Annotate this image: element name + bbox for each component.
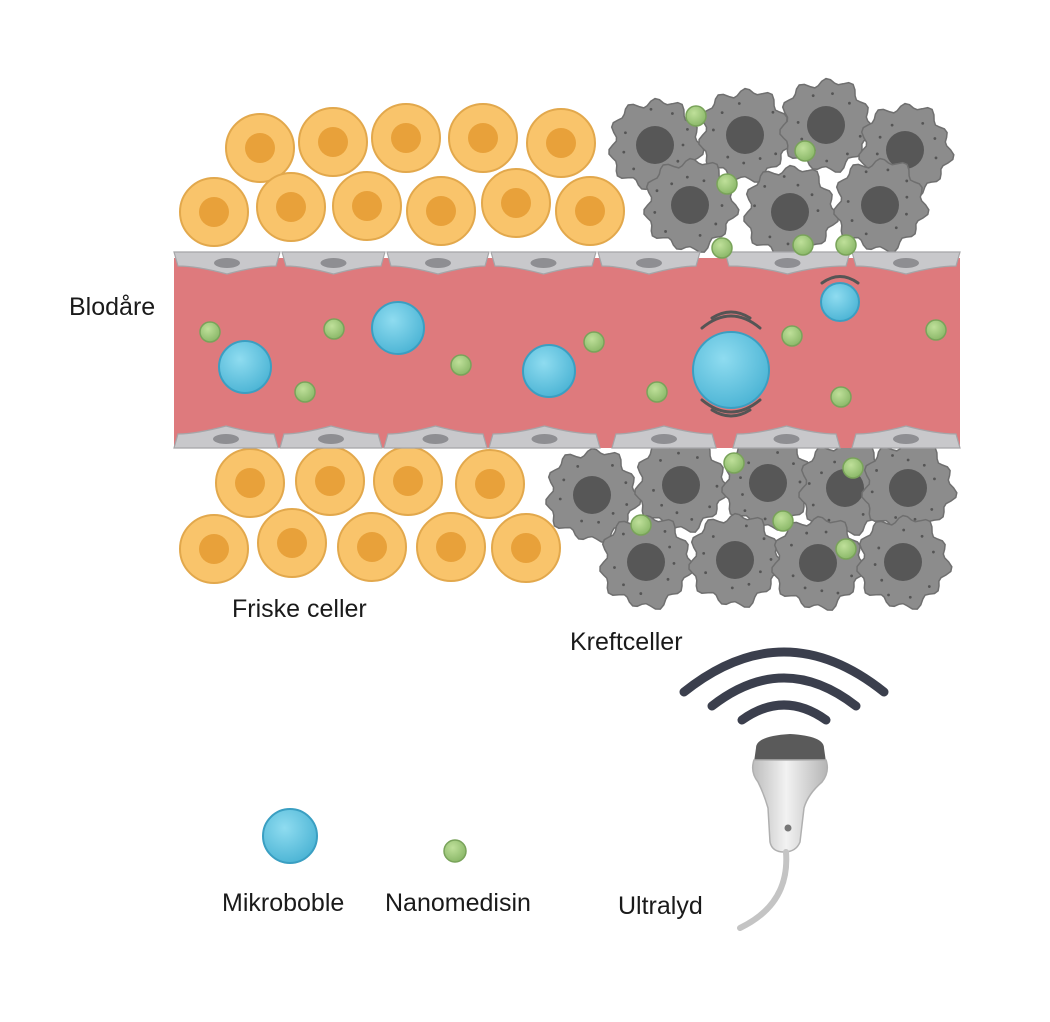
healthy-cell-icon bbox=[179, 177, 249, 247]
endothelial-cell bbox=[732, 425, 841, 449]
endothelial-cell bbox=[724, 251, 851, 275]
healthy-cell-icon bbox=[256, 172, 326, 242]
legend-nanoparticle-icon bbox=[443, 839, 467, 863]
endothelial-cell bbox=[597, 251, 701, 275]
nanoparticle-icon bbox=[716, 173, 738, 195]
microbubble-icon bbox=[820, 282, 860, 322]
ultrasound-probe-icon bbox=[737, 734, 829, 931]
healthy-cell-icon bbox=[455, 449, 525, 519]
legend-microbubble-icon bbox=[262, 808, 318, 864]
microbubbles bbox=[218, 282, 860, 409]
endothelial-cell bbox=[488, 425, 601, 449]
healthy-cell-icon bbox=[337, 512, 407, 582]
nanoparticle-icon bbox=[450, 354, 472, 376]
healthy-cell-icon bbox=[448, 103, 518, 173]
endothelium-bottom bbox=[173, 425, 961, 449]
nanoparticle-icon bbox=[772, 510, 794, 532]
cancer-cell-icon bbox=[599, 514, 696, 610]
healthy-cell-icon bbox=[406, 176, 476, 246]
healthy-cell-icon bbox=[179, 514, 249, 584]
nanoparticle-icon bbox=[830, 386, 852, 408]
endothelial-cell bbox=[851, 251, 961, 275]
healthy-cell-icon bbox=[332, 171, 402, 241]
cancer-cell-icon bbox=[643, 157, 740, 253]
nanoparticle-icon bbox=[685, 105, 707, 127]
nanoparticle-icon bbox=[925, 319, 947, 341]
endothelium-top bbox=[173, 251, 961, 275]
endothelial-cell bbox=[281, 251, 386, 275]
nanoparticle-icon bbox=[323, 318, 345, 340]
cancer-cells-label: Kreftceller bbox=[570, 628, 683, 656]
healthy-cell-icon bbox=[491, 513, 561, 583]
endothelial-cell bbox=[173, 425, 279, 449]
nanoparticle-icon bbox=[711, 237, 733, 259]
healthy-cell-icon bbox=[295, 446, 365, 516]
healthy-cell-icon bbox=[481, 168, 551, 238]
endothelial-cell bbox=[279, 425, 383, 449]
nanoparticles bbox=[199, 105, 947, 560]
cancer-cell-icon bbox=[833, 157, 930, 253]
endothelial-cell bbox=[490, 251, 597, 275]
oscillation-marks bbox=[700, 275, 860, 418]
ultrasound-waves-icon bbox=[679, 647, 889, 725]
legend-nanomedicine-label: Nanomedisin bbox=[385, 889, 531, 917]
nanoparticle-icon bbox=[294, 381, 316, 403]
blood-vessel bbox=[173, 251, 961, 449]
nanoparticle-icon bbox=[630, 514, 652, 536]
healthy-cells-label: Friske celler bbox=[232, 595, 367, 623]
nanoparticle-icon bbox=[835, 538, 857, 560]
cancer-cell-icon bbox=[743, 164, 840, 260]
vessel-label: Blodåre bbox=[69, 293, 156, 321]
healthy-cell-icon bbox=[257, 508, 327, 578]
healthy-cell-icon bbox=[526, 108, 596, 178]
microbubble-icon bbox=[218, 340, 272, 394]
healthy-cell-icon bbox=[416, 512, 486, 582]
cancer-cell-icon bbox=[856, 514, 953, 610]
cancer-cell-icon bbox=[698, 87, 795, 183]
cancer-cell-icon bbox=[861, 440, 958, 536]
nanoparticle-icon bbox=[794, 140, 816, 162]
legend-ultrasound-label: Ultralyd bbox=[618, 892, 703, 920]
microbubble-icon bbox=[371, 301, 425, 355]
healthy-cell-icon bbox=[371, 103, 441, 173]
healthy-cell-icon bbox=[373, 446, 443, 516]
healthy-cells bbox=[179, 103, 625, 584]
nanoparticle-icon bbox=[835, 234, 857, 256]
endothelial-cell bbox=[386, 251, 490, 275]
nanoparticle-icon bbox=[792, 234, 814, 256]
nanoparticle-icon bbox=[842, 457, 864, 479]
healthy-cell-icon bbox=[298, 107, 368, 177]
nanoparticle-icon bbox=[583, 331, 605, 353]
microbubble-icon bbox=[522, 344, 576, 398]
legend-microbubble-label: Mikroboble bbox=[222, 889, 345, 917]
nanoparticle-icon bbox=[646, 381, 668, 403]
cancer-cell-icon bbox=[545, 447, 642, 543]
healthy-cell-icon bbox=[555, 176, 625, 246]
cancer-cells bbox=[545, 77, 958, 611]
cancer-cell-icon bbox=[688, 512, 785, 608]
nanoparticle-icon bbox=[781, 325, 803, 347]
endothelial-cell bbox=[611, 425, 717, 449]
healthy-cell-icon bbox=[225, 113, 295, 183]
nanoparticle-icon bbox=[723, 452, 745, 474]
endothelial-cell bbox=[851, 425, 961, 449]
microbubble-icon bbox=[692, 331, 770, 409]
endothelial-cell bbox=[383, 425, 488, 449]
nanoparticle-icon bbox=[199, 321, 221, 343]
healthy-cell-icon bbox=[215, 448, 285, 518]
endothelial-cell bbox=[173, 251, 281, 275]
